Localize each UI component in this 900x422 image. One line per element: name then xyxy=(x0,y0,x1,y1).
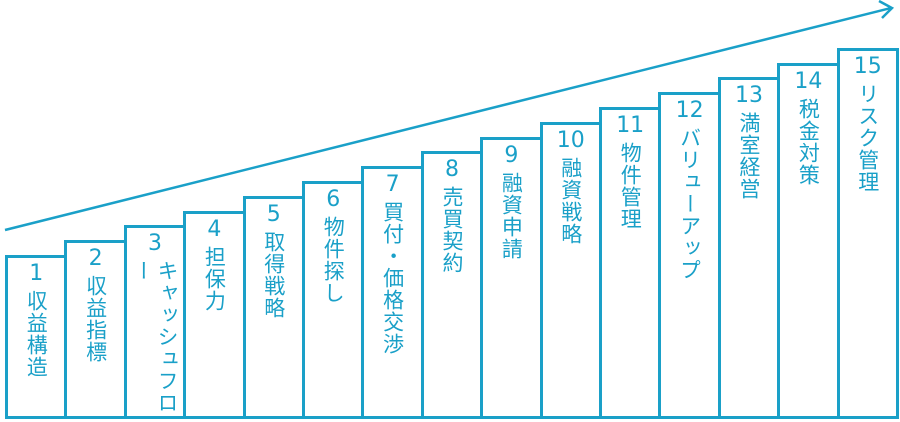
step-number: 7 xyxy=(385,172,400,198)
step-8: 8 売買契約 xyxy=(420,151,484,419)
step-number: 10 xyxy=(556,127,585,153)
step-1: 1 収益構造 xyxy=(5,255,68,419)
step-5: 5 取得戦略 xyxy=(242,195,305,419)
step-6: 6 物件探し xyxy=(302,181,365,419)
step-label: 売買契約 xyxy=(439,186,464,275)
step-label: 物件探し xyxy=(321,216,346,304)
step-7: 7 買付・価格交渉 xyxy=(361,166,424,419)
step-10: 10 融資戦略 xyxy=(539,121,602,419)
step-number: 4 xyxy=(207,216,222,242)
step-number: 15 xyxy=(853,53,882,79)
arrow-head xyxy=(878,0,895,19)
step-label: バリューアップ xyxy=(677,127,702,282)
step-number: 1 xyxy=(29,261,44,286)
step-number: 5 xyxy=(266,201,281,227)
step-label: 満室経営 xyxy=(736,112,761,201)
step-number: 3 xyxy=(147,231,162,257)
step-number: 14 xyxy=(794,68,823,94)
step-label: 収益指標 xyxy=(83,275,108,364)
step-12: 12 バリューアップ xyxy=(658,92,721,419)
step-label: 担保力 xyxy=(202,245,227,312)
step-label: 取得戦略 xyxy=(261,230,286,319)
step-2: 2 収益指標 xyxy=(64,240,127,419)
step-label: リスク管理 xyxy=(855,82,880,193)
step-9: 9 融資申請 xyxy=(480,136,543,419)
step-number: 9 xyxy=(504,142,519,168)
step-number: 8 xyxy=(444,157,459,183)
step-label: 融資戦略 xyxy=(558,156,583,245)
step-number: 6 xyxy=(326,187,341,212)
step-label: 買付・価格交渉 xyxy=(380,201,405,356)
step-number: 13 xyxy=(734,83,763,109)
step-4: 4 担保力 xyxy=(183,210,246,419)
step-14: 14 税金対策 xyxy=(777,62,840,419)
step-label: 収益構造 xyxy=(24,290,49,378)
arrow-line xyxy=(4,6,892,232)
step-label: 融資申請 xyxy=(499,171,524,260)
step-13: 13 満室経営 xyxy=(717,77,781,419)
step-3: 3 キャッシュフロー xyxy=(123,225,187,419)
step-label: 税金対策 xyxy=(796,97,821,186)
step-label: 物件管理 xyxy=(618,142,643,230)
step-number: 2 xyxy=(88,246,103,272)
step-15: 15 リスク管理 xyxy=(836,47,899,419)
step-label: キャッシュフロー xyxy=(130,260,179,415)
step-11: 11 物件管理 xyxy=(599,107,662,419)
step-number: 12 xyxy=(675,98,704,124)
step-number: 11 xyxy=(616,113,645,138)
